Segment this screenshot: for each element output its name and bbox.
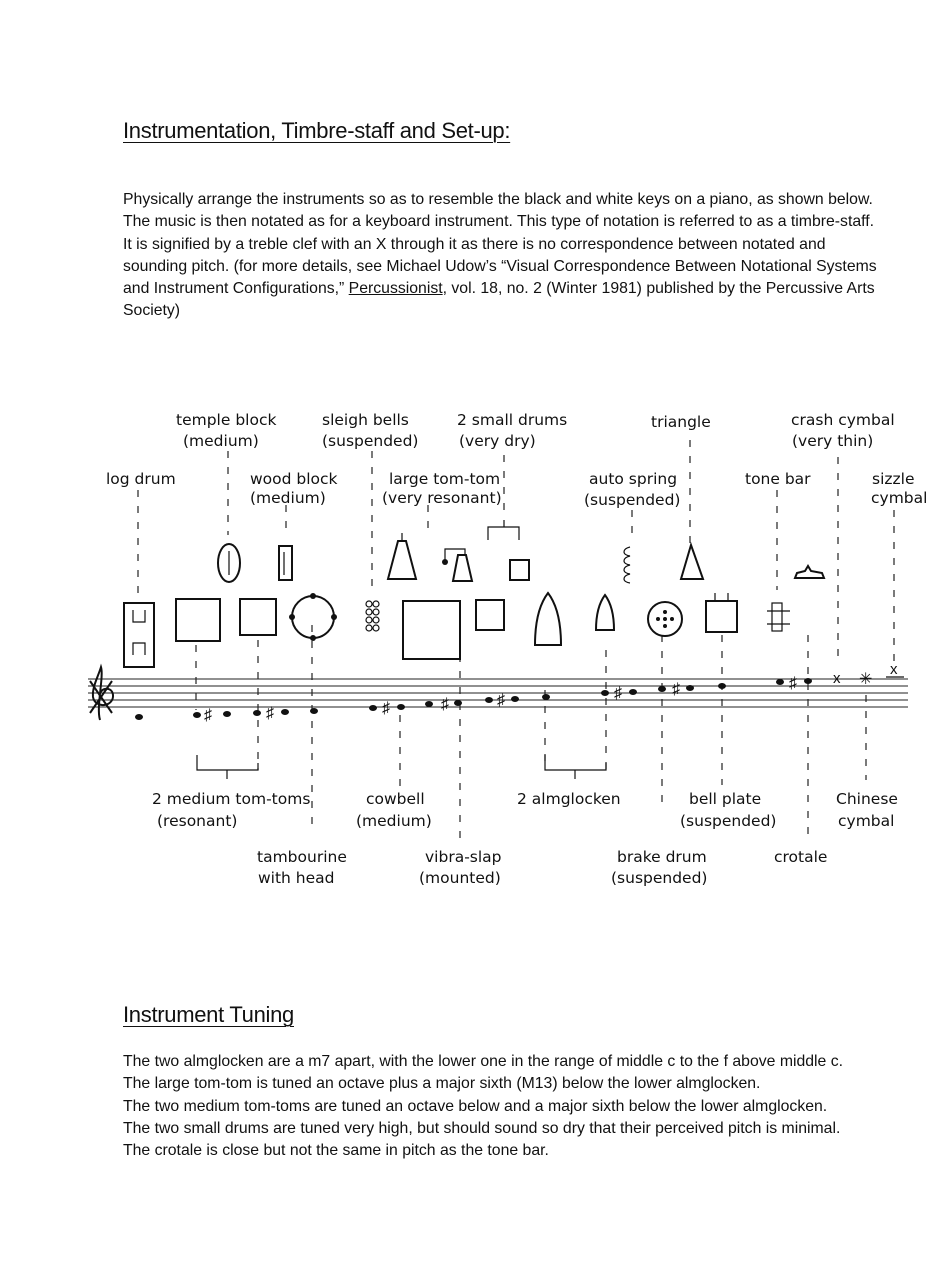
- almglocken-icon: [594, 593, 616, 631]
- timbre-staff: [88, 678, 908, 708]
- instrumentation-heading: Instrumentation, Timbre-staff and Set-up…: [123, 118, 511, 143]
- label-vibra-slap-note: (mounted): [419, 869, 501, 887]
- label-temple-block-note: (medium): [183, 432, 259, 450]
- sleigh-bells-icon: [365, 600, 380, 632]
- leader-lines: [137, 440, 895, 840]
- tuning-notes: The two almglocken are a m7 apart, with …: [123, 1051, 903, 1162]
- brake-drum-icon: [647, 601, 683, 637]
- label-cowbell: cowbell: [366, 790, 425, 808]
- tuning-line: The crotale is close but not the same in…: [123, 1142, 549, 1160]
- label-auto-spring: auto spring: [589, 470, 677, 488]
- label-triangle: triangle: [651, 413, 711, 431]
- svg-text:♯: ♯: [672, 681, 680, 698]
- tuning-line: The two medium tom-toms are tuned an oct…: [123, 1097, 828, 1115]
- intro-text: Physically arrange the instruments so as…: [123, 191, 877, 298]
- wood-block-icon: [278, 545, 293, 581]
- temple-block-icon: [217, 543, 241, 583]
- svg-text:♯: ♯: [266, 705, 274, 722]
- tone-bar-icon: [767, 602, 790, 632]
- label-chinese: Chinese: [836, 790, 898, 808]
- label-temple-block: temple block: [176, 411, 276, 429]
- crossed-treble-clef-icon: [89, 663, 114, 721]
- label-wood-block-note: (medium): [250, 489, 326, 507]
- log-drum-icon: [123, 602, 155, 668]
- label-small-drums-note: (very dry): [459, 432, 536, 450]
- instrument-icons: [123, 533, 826, 668]
- label-tambourine: tambourine: [257, 848, 347, 866]
- label-medium-tom-toms-note: (resonant): [157, 812, 237, 830]
- tuning-line: The two almglocken are a m7 apart, with …: [123, 1053, 844, 1070]
- almglocken-icon: [533, 591, 563, 646]
- crash-cymbal-icon: [793, 564, 826, 579]
- tuning-line: The two small drums are tuned very high,…: [123, 1119, 841, 1137]
- vibra-slap-icon: [451, 554, 474, 582]
- label-crash-cymbal: crash cymbal: [791, 411, 895, 429]
- label-bell-plate-note: (suspended): [680, 812, 776, 830]
- svg-text:♯: ♯: [614, 685, 622, 702]
- triangle-icon: [679, 541, 705, 580]
- label-almglocken: 2 almglocken: [517, 790, 621, 808]
- staff-notes: ♯ ♯ ♯ ♯ ♯ ♯ ♯ ♯ x ✳ x: [135, 661, 904, 724]
- label-log-drum: log drum: [106, 470, 176, 488]
- small-drum-icon: [509, 559, 530, 581]
- svg-text:♯: ♯: [789, 675, 797, 692]
- cowbell-icon: [386, 540, 418, 580]
- medium-tom-tom-icon: [175, 598, 221, 642]
- intro-text-end: , vol. 18, no. 2 (Winter 1981) published…: [123, 280, 875, 320]
- svg-text:♯: ♯: [382, 700, 390, 717]
- label-brake-drum: brake drum: [617, 848, 707, 866]
- instrument-tuning-heading: Instrument Tuning: [123, 1002, 294, 1027]
- svg-text:♯: ♯: [204, 707, 212, 724]
- bell-plate-icon: [705, 600, 738, 633]
- tambourine-icon: [291, 595, 335, 639]
- label-sizzle-cymbal: cymbal: [871, 489, 927, 507]
- timbre-staff-diagram: ♯ ♯ ♯ ♯ ♯ ♯ ♯ ♯ x ✳ x temple block (medi…: [88, 411, 927, 887]
- label-small-drums: 2 small drums: [457, 411, 567, 429]
- label-tone-bar: tone bar: [745, 470, 811, 488]
- label-large-tom-tom: large tom-tom: [389, 470, 500, 488]
- svg-text:x: x: [833, 670, 841, 687]
- top-instrument-labels: temple block (medium) sleigh bells (susp…: [106, 411, 927, 509]
- label-sleigh-bells-note: (suspended): [322, 432, 418, 450]
- large-tom-tom-icon: [402, 600, 461, 660]
- label-chinese-cymbal: cymbal: [838, 812, 894, 830]
- medium-tom-tom-icon: [239, 598, 277, 636]
- bottom-instrument-labels: 2 medium tom-toms (resonant) cowbell (me…: [152, 790, 898, 887]
- label-cowbell-note: (medium): [356, 812, 432, 830]
- auto-spring-icon: [623, 546, 631, 584]
- tuning-line: The large tom-tom is tuned an octave plu…: [123, 1075, 761, 1093]
- label-wood-block: wood block: [250, 470, 338, 488]
- instrumentation-paragraph: Physically arrange the instruments so as…: [123, 189, 883, 323]
- label-sleigh-bells: sleigh bells: [322, 411, 409, 429]
- svg-text:♯: ♯: [497, 692, 505, 709]
- label-auto-spring-note: (suspended): [584, 491, 680, 509]
- svg-text:♯: ♯: [441, 696, 449, 713]
- label-sizzle: sizzle: [872, 470, 915, 488]
- journal-title: Percussionist: [348, 280, 443, 298]
- label-brake-drum-note: (suspended): [611, 869, 707, 887]
- label-crotale: crotale: [774, 848, 827, 866]
- label-vibra-slap: vibra-slap: [425, 848, 502, 866]
- small-drum-icon: [475, 599, 505, 631]
- label-crash-cymbal-note: (very thin): [792, 432, 873, 450]
- label-bell-plate: bell plate: [689, 790, 761, 808]
- label-tambourine-note: with head: [258, 869, 335, 887]
- label-large-tom-tom-note: (very resonant): [382, 489, 502, 507]
- svg-text:✳: ✳: [859, 671, 872, 688]
- label-medium-tom-toms: 2 medium tom-toms: [152, 790, 310, 808]
- svg-text:x: x: [890, 661, 898, 678]
